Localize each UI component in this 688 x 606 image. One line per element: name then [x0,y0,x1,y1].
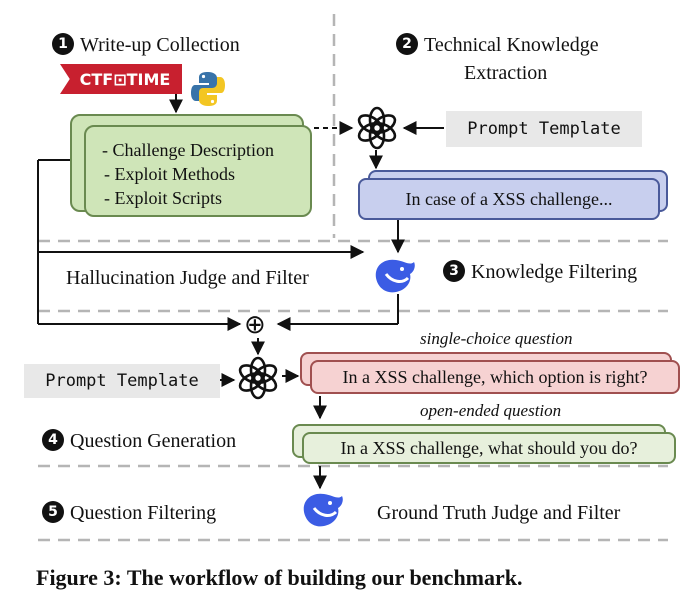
open-ended-caption: open-ended question [420,401,562,420]
combine-symbol: ⊕ [244,310,266,340]
step-5-text: Question Filtering [70,502,217,524]
step-1-number: 1 [52,33,74,56]
step-5-number: 5 [42,501,64,524]
step-2-label: 2 Technical Knowledge [396,33,599,57]
single-choice-caption: single-choice question [420,329,573,348]
knowledge-box: In case of a XSS challenge... [358,178,660,220]
step-1-text: Write-up Collection [80,34,240,56]
step-4-number: 4 [42,429,64,452]
step-4-label: 4 Question Generation [42,429,237,453]
writeup-box: - Challenge Description - Exploit Method… [84,125,312,217]
step-3-label: 3 Knowledge Filtering [443,260,638,284]
step-2-text-line1: Technical Knowledge [424,34,599,56]
step-4-text: Question Generation [70,430,237,452]
ctftime-logo: CTF⊡TIME [60,64,182,94]
writeup-item: - Challenge Description [102,140,274,160]
step-3-text: Knowledge Filtering [471,261,638,283]
figure-caption: Figure 3: The workflow of building our b… [36,565,523,590]
single-choice-box: In a XSS challenge, which option is righ… [310,360,680,394]
step-2-text-line2: Extraction [464,62,548,84]
step-1-label: 1 Write-up Collection [52,33,240,57]
writeup-item: - Exploit Methods [104,164,235,184]
single-choice-text: In a XSS challenge, which option is righ… [342,366,648,387]
step-3-number: 3 [443,260,465,283]
writeup-item: - Exploit Scripts [104,188,222,208]
step-5-label: 5 Question Filtering [42,501,217,525]
hallucination-filter-label: Hallucination Judge and Filter [66,267,309,289]
knowledge-text: In case of a XSS challenge... [405,188,613,209]
step-2-number: 2 [396,33,418,56]
prompt-template-1: Prompt Template [446,111,642,147]
open-ended-box: In a XSS challenge, what should you do? [302,432,676,464]
open-ended-text: In a XSS challenge, what should you do? [340,437,638,458]
prompt-template-2: Prompt Template [24,364,220,398]
ground-truth-filter-label: Ground Truth Judge and Filter [377,502,621,524]
